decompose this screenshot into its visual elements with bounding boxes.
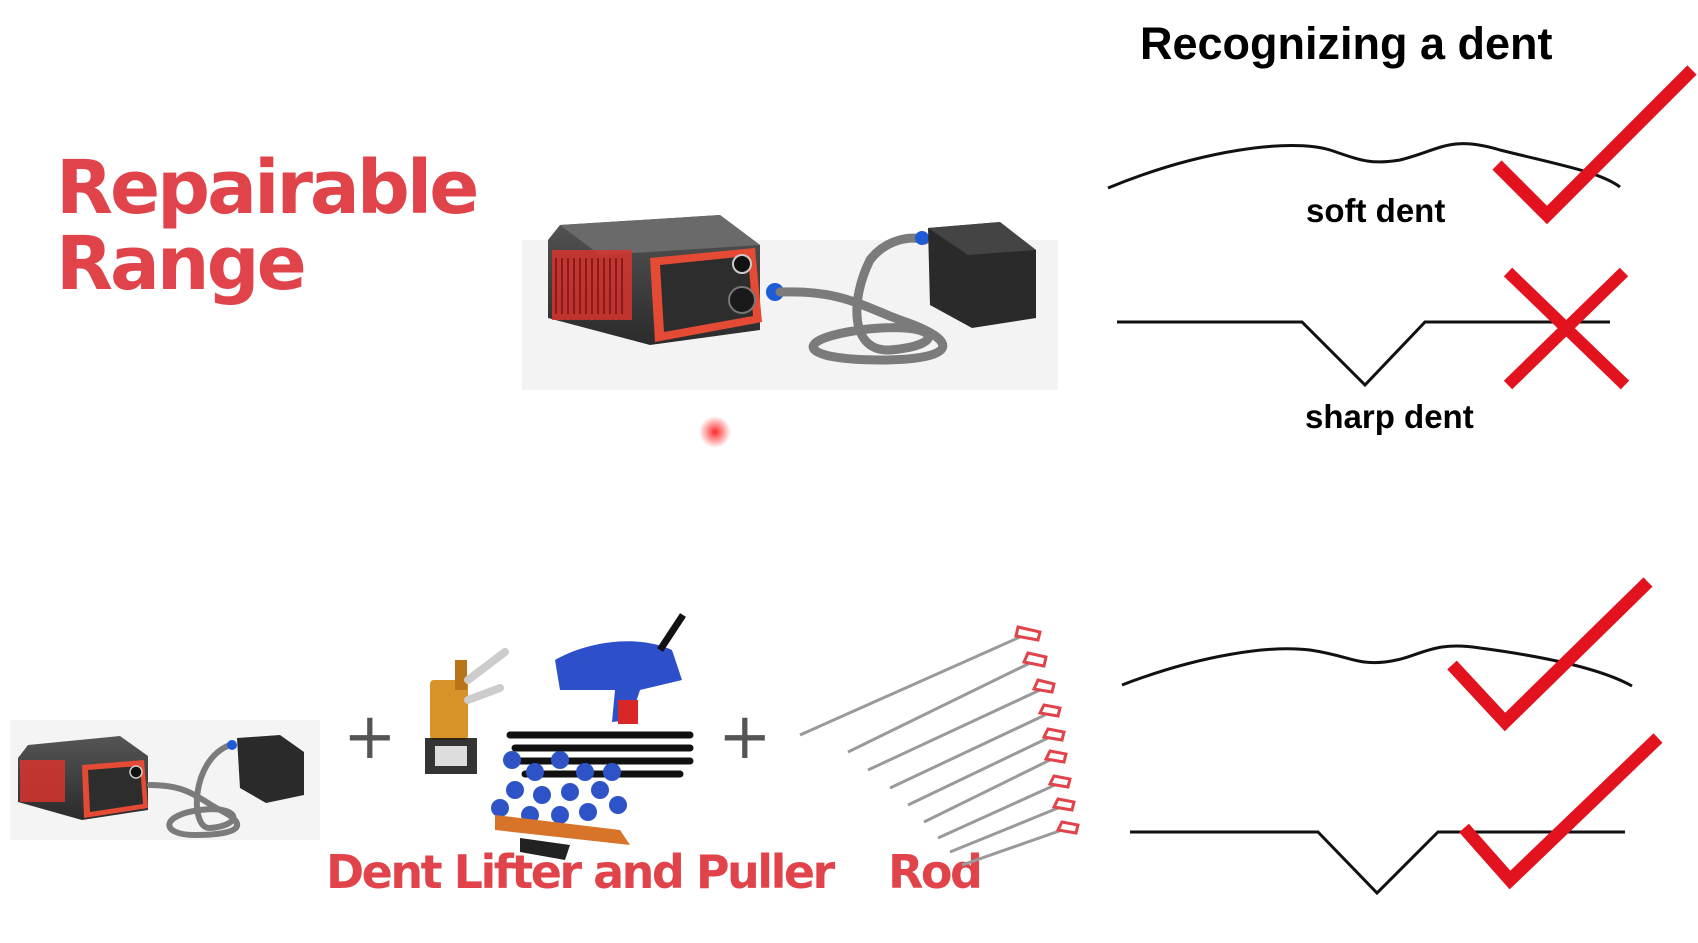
title-line-2: Range <box>56 221 307 307</box>
lifter-label: Dent Lifter and Puller <box>326 845 835 899</box>
soft-dent-curve <box>1107 142 1621 190</box>
plus-sign-2: + <box>718 700 772 774</box>
rod-label: Rod <box>888 845 983 899</box>
title-line-1: Repairable <box>56 145 479 231</box>
page-title: Repairable Range <box>56 145 479 307</box>
sharp-dent-line <box>1117 320 1610 388</box>
check-mark-icon <box>1492 65 1697 225</box>
soft-dent-label: soft dent <box>1306 192 1446 229</box>
red-dot <box>699 416 731 448</box>
cross-mark-icon <box>1503 267 1630 390</box>
check-mark-icon-3 <box>1459 733 1663 890</box>
sharp-dent-label: sharp dent <box>1305 398 1474 435</box>
rod-handles <box>1014 625 1080 835</box>
soft-dent-curve-2 <box>1121 644 1633 688</box>
glue-gun-kit <box>425 613 694 860</box>
induction-heater-device-small <box>10 720 320 840</box>
recognizing-title: Recognizing a dent <box>1140 18 1553 69</box>
plus-sign-1: + <box>343 700 397 774</box>
check-mark-icon-2 <box>1447 577 1653 732</box>
rod-set <box>799 635 1063 867</box>
induction-heater-device <box>548 215 1036 365</box>
sharp-dent-line-2 <box>1130 830 1625 896</box>
